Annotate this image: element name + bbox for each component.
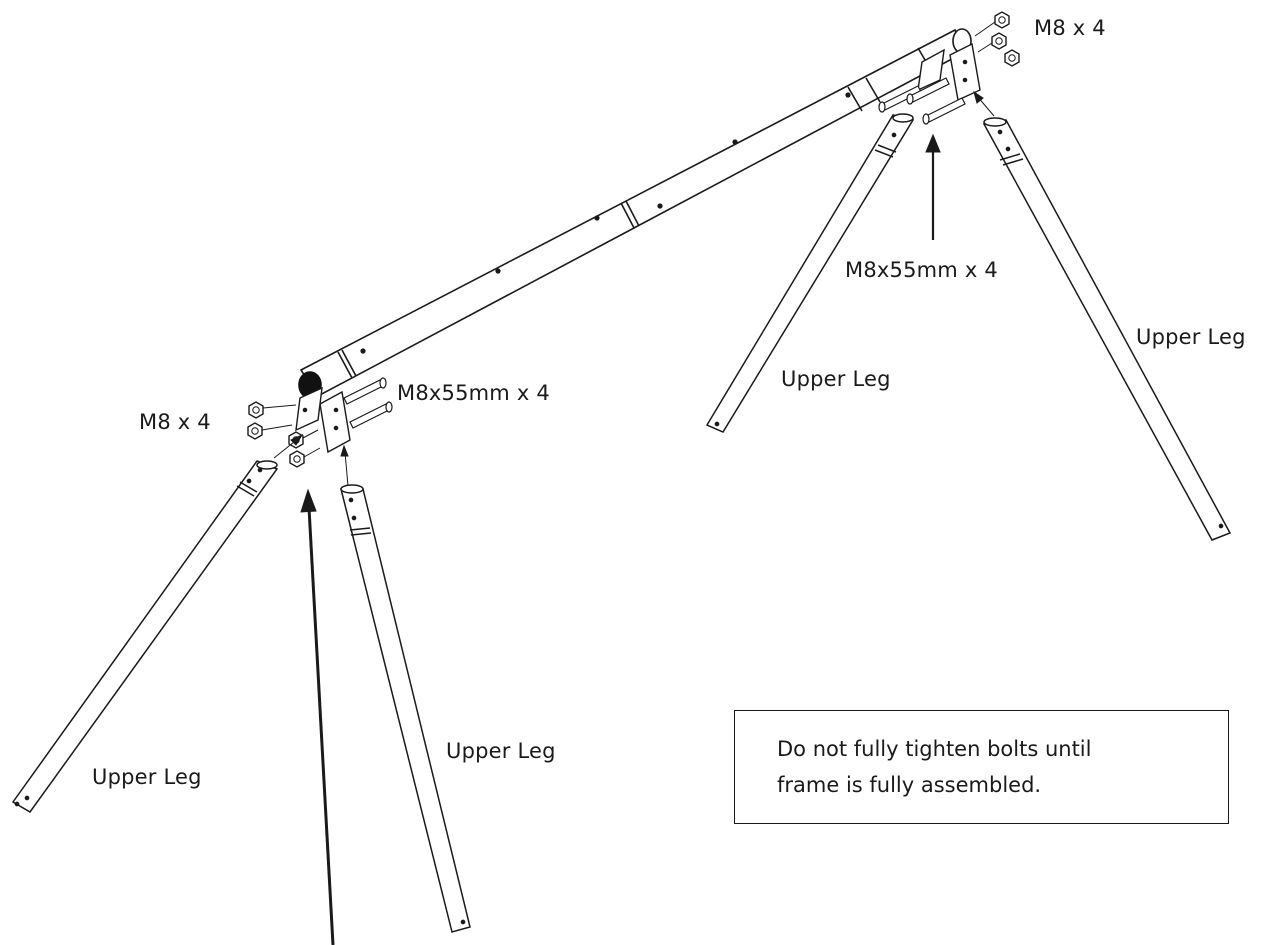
label-upper-leg-far-left: Upper Leg [92, 765, 202, 789]
left-nuts [247, 401, 321, 468]
label-upper-leg-mid-left: Upper Leg [446, 739, 556, 763]
top-crossbar [298, 28, 972, 399]
label-nuts-left: M8 x 4 [139, 410, 211, 434]
note-line-1: Do not fully tighten bolts until [777, 737, 1092, 761]
right-bracket [917, 42, 981, 102]
label-bolts-left: M8x55mm x 4 [397, 381, 550, 405]
note-line-2: frame is fully assembled. [777, 773, 1042, 797]
leg-far-left [11, 460, 279, 813]
right-nuts [974, 11, 1020, 67]
left-bolts [343, 377, 393, 429]
label-upper-leg-far-right: Upper Leg [1136, 325, 1246, 349]
leg-mid-right [705, 113, 915, 433]
leg-far-right [982, 117, 1232, 541]
left-bracket [295, 386, 351, 454]
leg-mid-left [340, 484, 471, 933]
assembly-arrows [273, 90, 995, 945]
label-bolts-top: M8x55mm x 4 [845, 258, 998, 282]
label-nuts-top: M8 x 4 [1034, 16, 1106, 40]
label-upper-leg-mid-right: Upper Leg [781, 367, 891, 391]
right-bolts [878, 77, 966, 125]
assembly-note-box: Do not fully tighten bolts until frame i… [734, 710, 1229, 824]
